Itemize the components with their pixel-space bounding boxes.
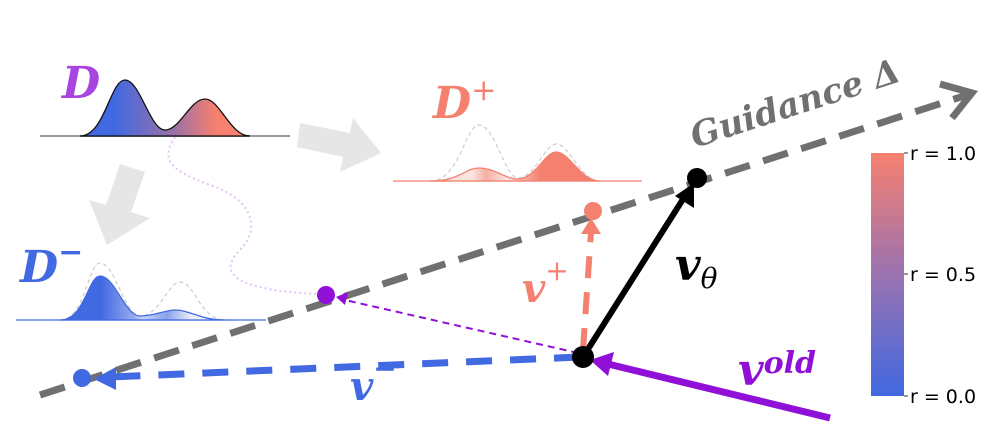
transition-arrow-down-icon [89, 164, 150, 245]
projection-endpoint [317, 286, 335, 304]
transition-arrow-right-icon [297, 118, 381, 172]
distribution-d-plus: D+ [393, 73, 642, 182]
trajectory-path [167, 136, 317, 295]
v-minus-endpoint [73, 369, 91, 387]
guidance-direction: Guidance Δ [38, 51, 979, 399]
v-theta-endpoint [687, 168, 707, 188]
colorbar-gradient [871, 153, 904, 396]
guidance-arrowhead-icon [939, 80, 979, 121]
colorbar-tick-0: r = 0.0 [910, 386, 976, 408]
v-plus-endpoint [584, 202, 602, 220]
label-d-minus: D− [18, 235, 83, 293]
vector-v-old: vold [590, 345, 831, 422]
label-v-old: vold [738, 345, 816, 396]
v-minus-arrowhead-icon [94, 367, 116, 390]
projection-v-old [317, 286, 579, 354]
colorbar: r = 1.0 r = 0.5 r = 0.0 [871, 143, 976, 408]
guidance-label: Guidance Δ [685, 51, 904, 156]
label-v-plus: v+ [522, 254, 569, 312]
v-plus-arrowhead-icon [581, 218, 601, 234]
vector-v-theta: vθ [580, 168, 718, 359]
colorbar-tick-0-5: r = 0.5 [910, 264, 976, 286]
label-d-plus: D+ [431, 73, 496, 129]
label-v-minus: v− [350, 352, 397, 410]
v-old-arrowhead-icon [590, 352, 614, 376]
vector-v-plus: v+ [522, 202, 602, 351]
distribution-d: D [40, 58, 290, 137]
origin-point [572, 346, 594, 368]
vector-v-minus: v− [73, 352, 581, 410]
label-d: D [60, 58, 100, 109]
colorbar-tick-1: r = 1.0 [910, 143, 976, 165]
label-v-theta: vθ [675, 240, 718, 295]
v-theta-arrowhead-icon [675, 183, 694, 208]
distribution-d-minus: D− [16, 235, 266, 321]
